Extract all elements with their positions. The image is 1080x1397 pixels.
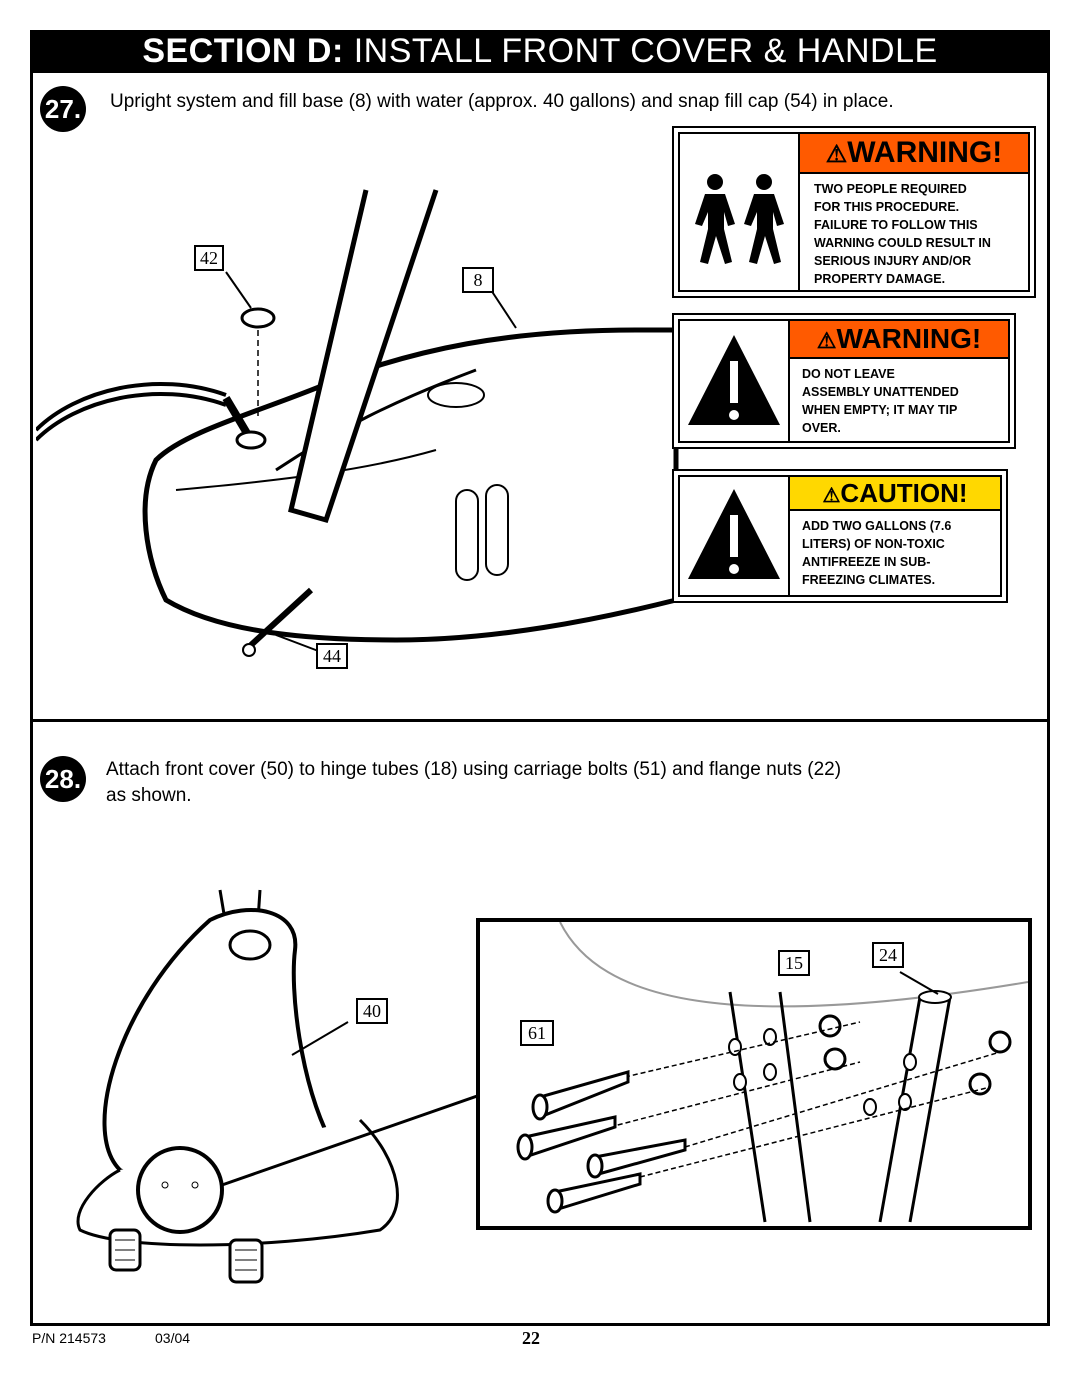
sign-line: FOR THIS PROCEDURE. — [814, 200, 960, 214]
wheel-icon — [228, 1238, 264, 1284]
callout-8: 8 — [462, 267, 494, 293]
sign-line: LITERS) OF NON-TOXIC — [802, 537, 945, 551]
warning-header: ⚠WARNING! — [800, 134, 1028, 174]
exclamation-triangle-icon — [688, 335, 780, 425]
caution-triangle-icon: ⚠ — [822, 485, 841, 507]
caution-heading: CAUTION! — [840, 478, 968, 508]
step-28-number: 28. — [40, 756, 86, 802]
sign-line: ANTIFREEZE IN SUB- — [802, 555, 931, 569]
warning-triangle-icon: ⚠ — [825, 141, 848, 168]
step-27-number: 27. — [40, 86, 86, 132]
sign-line: ASSEMBLY UNATTENDED — [802, 385, 959, 399]
front-cover-illustration — [76, 889, 480, 1284]
sign-line: PROPERTY DAMAGE. — [814, 272, 946, 286]
callout-15: 15 — [778, 950, 810, 976]
two-people-icon — [695, 174, 784, 264]
warning-two-people-sign: ⚠WARNING! TWO PEOPLE REQUIRED FOR THIS P… — [672, 126, 1036, 298]
step-28-instruction-line-2: as shown. — [106, 785, 192, 806]
bolt-assembly-detail — [516, 922, 1028, 1223]
page-number: 22 — [522, 1328, 540, 1348]
exclamation-triangle-icon — [688, 489, 780, 579]
sign-line: FAILURE TO FOLLOW THIS — [814, 218, 978, 232]
step-28-instruction-line-1: Attach front cover (50) to hinge tubes (… — [106, 759, 842, 780]
carriage-bolt-icon — [516, 1070, 687, 1214]
callout-42: 42 — [194, 245, 224, 271]
warning-header: ⚠WARNING! — [790, 321, 1008, 359]
warning-heading: WARNING! — [847, 136, 1003, 169]
callout-44: 44 — [316, 643, 348, 669]
callout-61: 61 — [520, 1020, 554, 1046]
wheel-icon — [108, 1228, 142, 1272]
caution-antifreeze-sign: ⚠CAUTION! ADD TWO GALLONS (7.6 LITERS) O… — [672, 469, 1008, 603]
sign-line: WHEN EMPTY; IT MAY TIP — [802, 403, 958, 417]
part-number: P/N 214573 — [32, 1330, 106, 1346]
section-label: SECTION D: — [142, 32, 344, 70]
callout-24: 24 — [872, 942, 904, 968]
section-title: INSTALL FRONT COVER & HANDLE — [343, 32, 938, 70]
hardware-detail-box — [476, 918, 1032, 1230]
callout-40: 40 — [356, 998, 388, 1024]
sign-line: WARNING COULD RESULT IN — [814, 236, 991, 250]
revision-date: 03/04 — [155, 1330, 191, 1346]
warning-unattended-sign: ⚠WARNING! DO NOT LEAVE ASSEMBLY UNATTEND… — [672, 313, 1016, 449]
sign-line: SERIOUS INJURY AND/OR — [814, 254, 972, 268]
section-header: SECTION D: INSTALL FRONT COVER & HANDLE — [30, 30, 1050, 72]
sign-line: FREEZING CLIMATES. — [802, 573, 936, 587]
sign-line: ADD TWO GALLONS (7.6 — [802, 519, 952, 533]
warning-triangle-icon: ⚠ — [816, 328, 837, 353]
sign-line: DO NOT LEAVE — [802, 367, 895, 381]
caution-header: ⚠CAUTION! — [790, 477, 1000, 511]
fill-base-illustration — [36, 189, 679, 657]
warning-heading: WARNING! — [836, 323, 982, 354]
step-27-instruction: Upright system and fill base (8) with wa… — [110, 91, 894, 112]
sign-line: OVER. — [802, 421, 841, 435]
step-28-panel — [30, 719, 1050, 1326]
sign-line: TWO PEOPLE REQUIRED — [814, 182, 967, 196]
